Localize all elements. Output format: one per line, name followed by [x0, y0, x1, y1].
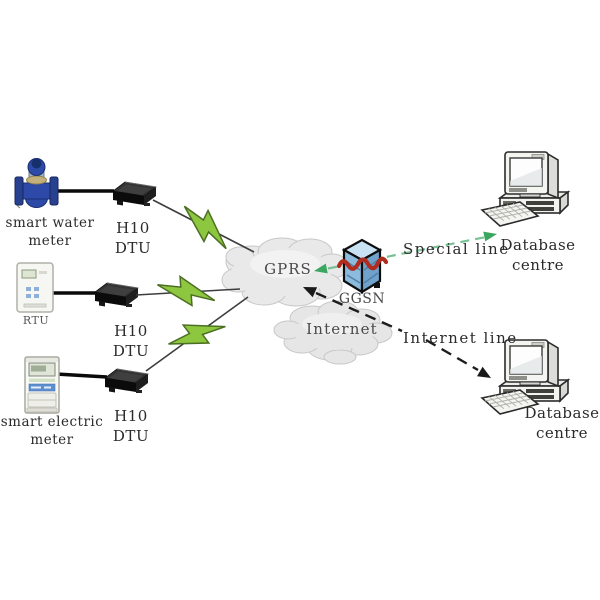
wireless-link-middle	[135, 273, 241, 309]
wireless-link-bottom	[145, 296, 249, 372]
database-top-label: Database centre	[500, 236, 576, 274]
dtu-bottom-label: H10 DTU	[112, 407, 150, 445]
internet-cloud-label: Internet	[306, 320, 378, 338]
water-meter-icon	[14, 158, 59, 209]
gprs-cloud-label: GPRS	[264, 260, 312, 278]
dtu-middle-icon	[94, 282, 139, 308]
lightning-bolt-icon	[173, 199, 239, 253]
electric-meter-label: smart electric meter	[0, 414, 104, 448]
rtu-label: RTU	[22, 314, 50, 327]
internet-line-label: Internet line	[403, 329, 518, 347]
lightning-bolt-icon	[163, 304, 229, 364]
special-line-label: Special line	[403, 240, 510, 258]
ggsn-label: GGSN	[338, 291, 386, 307]
dtu-bottom-icon	[104, 368, 149, 394]
database-top-computer-icon	[481, 151, 569, 227]
dtu-top-label: H10 DTU	[114, 219, 152, 257]
internet-cloud	[273, 300, 393, 365]
internet-line-arrow	[303, 287, 491, 378]
ggsn-icon	[336, 238, 389, 294]
electric-meter-icon	[24, 356, 60, 414]
special-line-arrow	[314, 231, 497, 274]
wireless-link-top	[152, 199, 255, 253]
red-ribbon	[336, 256, 389, 271]
wire-electric-meter-to-dtu	[55, 372, 108, 379]
water-meter-label: smart water meter	[5, 215, 95, 249]
dtu-middle-label: H10 DTU	[112, 322, 150, 360]
database-bottom-computer-icon	[481, 339, 569, 415]
dtu-top-icon	[112, 181, 157, 207]
database-bottom-label: Database centre	[524, 404, 600, 442]
rtu-icon	[16, 262, 54, 313]
